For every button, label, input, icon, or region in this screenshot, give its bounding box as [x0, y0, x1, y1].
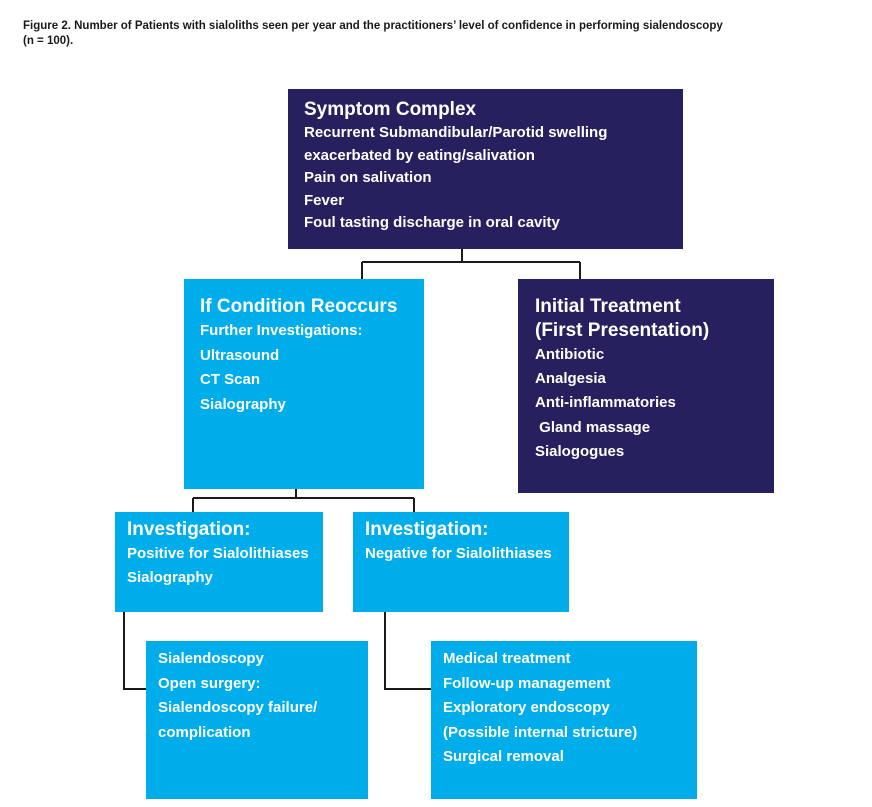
investigation-positive-item: Sialography — [127, 569, 213, 586]
treatment-item: Sialogogues — [535, 442, 625, 460]
connector-reoccur-split — [192, 489, 415, 512]
negative-outcome-item: Medical treatment — [443, 650, 571, 667]
negative-outcome-box: Medical treatment Follow-up management E… — [431, 641, 697, 799]
reoccur-item: Ultrasound — [200, 346, 280, 364]
investigation-negative-box: Investigation: Negative for Sialolithias… — [353, 512, 569, 612]
caption-line-1: Figure 2. Number of Patients with sialol… — [23, 20, 723, 32]
figure-caption: Figure 2. Number of Patients with sialol… — [23, 19, 813, 49]
symptom-item: Recurrent Submandibular/Parotid swelling — [304, 124, 608, 141]
reoccur-item: Further Investigations: — [200, 322, 363, 339]
symptom-complex-box: Symptom Complex Recurrent Submandibular/… — [288, 89, 683, 249]
treatment-item: Gland massage — [535, 418, 651, 436]
negative-outcome-item: Surgical removal — [443, 748, 564, 765]
negative-outcome-item: Follow-up management — [443, 674, 611, 692]
positive-outcome-item: Sialendoscopy — [158, 650, 264, 667]
connector-symptom-split — [361, 249, 581, 279]
initial-treatment-title: Initial Treatment (First Presentation) — [535, 295, 757, 343]
negative-outcome-item: Exploratory endoscopy — [443, 699, 610, 716]
initial-treatment-box: Initial Treatment (First Presentation) A… — [518, 279, 774, 493]
positive-outcome-item: Open surgery: — [158, 674, 261, 692]
initial-treatment-title-line-2: (First Presentation) — [535, 320, 710, 341]
connector-negative-outcome — [384, 612, 431, 690]
treatment-item: Antibiotic — [535, 346, 605, 363]
symptom-item: Pain on salivation — [304, 169, 432, 187]
negative-outcome-item: (Possible internal stricture) — [443, 723, 638, 741]
investigation-positive-box: Investigation: Positive for Sialolithias… — [115, 512, 323, 612]
investigation-positive-item: Positive for Sialolithiases — [127, 545, 309, 562]
investigation-positive-title: Investigation: — [127, 519, 251, 540]
symptom-item: exacerbated by eating/salivation — [304, 146, 535, 164]
positive-outcome-box: Sialendoscopy Open surgery: Sialendoscop… — [146, 641, 368, 799]
symptom-item: Foul tasting discharge in oral cavity — [304, 214, 560, 232]
symptom-item: Fever — [304, 191, 345, 209]
if-condition-reoccurs-title: If Condition Reoccurs — [200, 296, 398, 317]
if-condition-reoccurs-box: If Condition Reoccurs Further Investigat… — [184, 279, 424, 489]
connector-positive-outcome — [123, 612, 146, 690]
symptom-complex-title: Symptom Complex — [304, 99, 477, 120]
treatment-item: Analgesia — [535, 370, 606, 388]
investigation-negative-title: Investigation: — [365, 519, 489, 540]
reoccur-item: CT Scan — [200, 371, 261, 389]
positive-outcome-item: complication — [158, 723, 251, 741]
reoccur-item: Sialography — [200, 395, 286, 413]
positive-outcome-item: Sialendoscopy failure/ — [158, 699, 318, 716]
caption-line-2: (n = 100). — [23, 35, 74, 47]
initial-treatment-title-line-1: Initial Treatment — [535, 296, 681, 317]
treatment-item: Anti-inflammatories — [535, 394, 676, 412]
investigation-negative-item: Negative for Sialolithiases — [365, 545, 552, 562]
